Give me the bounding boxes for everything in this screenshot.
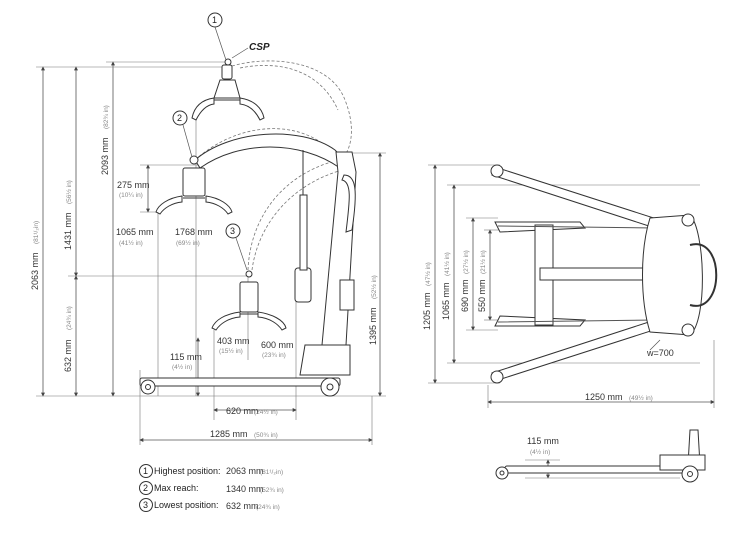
dim-top-width-inner: 690 mm [460, 279, 470, 312]
small-base-leg [504, 465, 686, 474]
dim-base-inner-sub: (24½ in) [254, 408, 278, 416]
legend-value: 1340 mm [226, 484, 264, 494]
callout-3-num: 3 [230, 226, 235, 236]
dim-side-clearance: 115 mm [527, 436, 559, 446]
legend-label: Lowest position: [154, 500, 219, 510]
dim-reach-height: 1431 mm [63, 212, 73, 250]
spreader-top [191, 58, 265, 121]
boom-top-view [539, 267, 661, 281]
legend-num: 1 [143, 466, 148, 476]
actuator [294, 267, 312, 303]
legend-row-3: 3 Lowest position: 632 mm (24¾ in) [139, 498, 280, 512]
side-view-labels: 1 2 3 CSP 2063 mm (81¹/₂in) 1431 mm (56½… [30, 15, 378, 439]
legend-label: Max reach: [154, 483, 199, 493]
top-dim-lines [433, 164, 715, 404]
legend-row-1: 1 Highest position: 2063 mm (81¹/₂in) [139, 464, 283, 478]
top-view [428, 164, 718, 408]
dim-mast-height-sub: (52½ in) [370, 275, 378, 299]
legend: 1 Highest position: 2063 mm (81¹/₂in) 2 … [139, 464, 284, 512]
dim-top-width-mid-sub: (41½ in) [443, 252, 451, 276]
dim-top-width-closed-sub: (21½ in) [479, 250, 487, 274]
dim-ground-clearance: 115 mm [170, 352, 202, 362]
dim-small-drop: 1065 mm [116, 227, 154, 237]
legend-value: 2063 mm [226, 466, 264, 476]
extension-lines [36, 61, 386, 445]
dim-top-width-open-sub: (47½ in) [424, 262, 432, 286]
mast-base [299, 344, 351, 376]
dim-reach-height-sub: (56½ in) [65, 180, 73, 204]
leg-top-open [491, 166, 661, 229]
dim-top-length-sub: (49½ in) [629, 394, 653, 402]
legend-num: 3 [143, 500, 148, 510]
legend-label: Highest position: [154, 466, 221, 476]
dim-top-length: 1250 mm [585, 392, 623, 402]
dim-arm-length: 600 mm [261, 340, 294, 350]
dim-max-height-sub: (82¾ in) [103, 105, 110, 129]
top-view-labels: 1205 mm (47½ in) 1065 mm (41½ in) 690 mm… [422, 250, 674, 402]
rear-wheel [320, 377, 340, 397]
base-body [642, 214, 703, 336]
dim-top-width-mid: 1065 mm [441, 282, 451, 320]
dim-reach-width: 1768 mm [175, 227, 213, 237]
dim-base-length: 1285 mm [210, 429, 248, 439]
dim-spreader-drop-sub: (10¼ in) [119, 192, 143, 199]
dim-arm-length-sub: (23¾ in) [262, 352, 286, 359]
dim-total-height-sub: (81¹/₂in) [33, 221, 40, 244]
dim-total-height: 2063 mm [30, 252, 40, 290]
boom-sweep-dashed [194, 60, 352, 271]
front-wheel [140, 379, 156, 395]
dim-lines-horizontal [139, 408, 373, 442]
callout-2 [172, 110, 193, 158]
leg-bottom-open [491, 319, 661, 382]
mast-handle [341, 174, 356, 233]
csp-label: CSP [249, 42, 270, 53]
dim-ground-clearance-sub: (4½ in) [172, 363, 192, 371]
callout-1-num: 1 [212, 15, 217, 25]
dim-small-drop-sub: (41½ in) [119, 239, 143, 247]
legend-row-2: 2 Max reach: 1340 mm (52¾ in) [139, 481, 284, 495]
dim-top-width-open: 1205 mm [422, 292, 432, 330]
dim-base-inner: 620 mm [226, 406, 259, 416]
small-side-view [495, 429, 706, 483]
legend-num: 2 [143, 483, 148, 493]
small-side-labels: 115 mm (4½ in) [527, 436, 559, 456]
dim-width-w: w=700 [646, 348, 674, 358]
dim-lowest-height-sub: (24¾ in) [66, 306, 73, 330]
small-rear-wheel [681, 465, 699, 483]
dim-lines-vertical [41, 61, 382, 397]
legend-value: 632 mm [226, 501, 259, 511]
callout-2-num: 2 [177, 113, 182, 123]
dim-mast-height: 1395 mm [368, 307, 378, 345]
legend-sub: (52¾ in) [260, 487, 284, 494]
base-leg [139, 377, 341, 387]
dim-top-width-closed: 550 mm [477, 279, 487, 312]
legend-sub: (24¾ in) [256, 504, 280, 511]
callout-1 [207, 12, 227, 61]
dim-max-height: 2093 mm [100, 137, 110, 175]
push-handle [689, 243, 718, 307]
legend-sub: (81¹/₂in) [260, 469, 283, 476]
dim-hook-offset: 403 mm [217, 336, 250, 346]
top-extension-lines [428, 164, 715, 408]
side-view [36, 12, 386, 445]
dim-hook-offset-sub: (15½ in) [219, 347, 243, 355]
boom-arm [194, 133, 346, 169]
dim-base-length-sub: (50¾ in) [254, 432, 278, 439]
spreader-mid [155, 155, 233, 215]
battery-box [339, 279, 355, 311]
dim-spreader-drop: 275 mm [117, 180, 150, 190]
spreader-low [211, 270, 287, 331]
dim-side-clearance-sub: (4½ in) [530, 448, 550, 456]
small-front-wheel [495, 466, 509, 480]
dim-top-width-inner-sub: (27½ in) [462, 250, 470, 274]
dim-reach-width-sub: (69½ in) [176, 239, 200, 247]
callout-3 [225, 223, 248, 271]
dim-lowest-height: 632 mm [63, 339, 73, 372]
